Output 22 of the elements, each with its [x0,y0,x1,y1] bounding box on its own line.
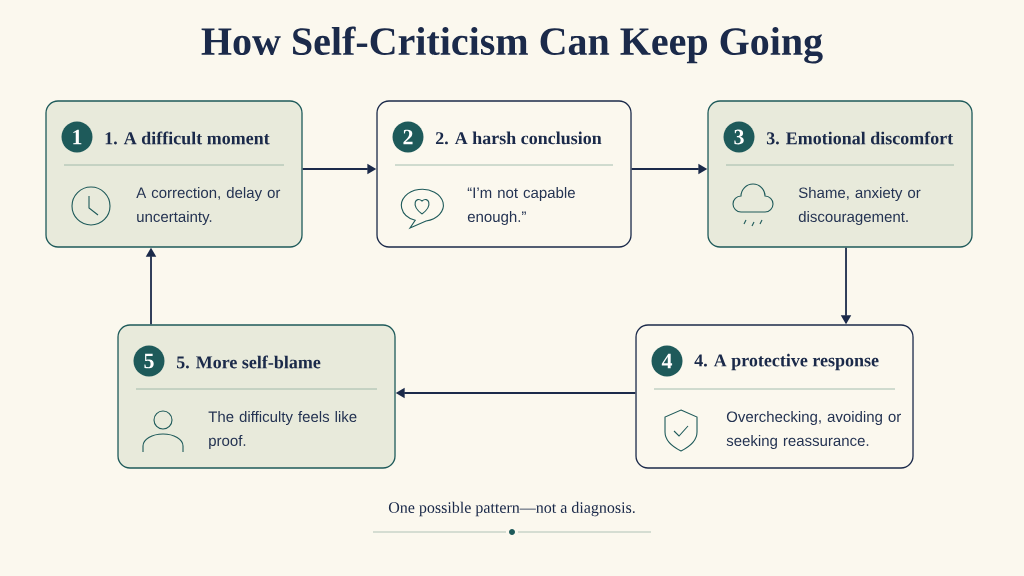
step-heading: 5. More self-blame [176,355,321,369]
step-heading: 2. A harsh conclusion [435,131,602,145]
step-description: Overchecking, avoiding or seeking reassurance. [726,411,901,449]
step-description: Shame, anxiety or discouragement. [798,187,921,225]
number-badge: 2 [392,121,424,153]
step-heading: 3. Emotional discomfort [766,131,954,145]
title: How Self-Criticism Can Keep Going [201,26,823,64]
step-description: The difficulty feels like proof. [208,411,357,449]
number-badge: 3 [723,121,755,153]
caption: One possible pattern—not a diagnosis. [388,501,635,517]
step-description: “I’m not capable enough.” [467,187,575,225]
step-box [117,324,396,469]
step-box [635,324,914,469]
step-heading: 4. A protective response [694,353,879,371]
step-heading: 1. A difficult moment [105,131,270,145]
step-box [376,100,632,248]
step-box [707,100,973,248]
number-badge: 1 [61,121,93,153]
number-badge: 5 [133,345,165,377]
number-badge: 4 [651,345,683,377]
step-box [45,100,303,248]
step-description: A correction, delay or uncertainty. [136,187,281,225]
